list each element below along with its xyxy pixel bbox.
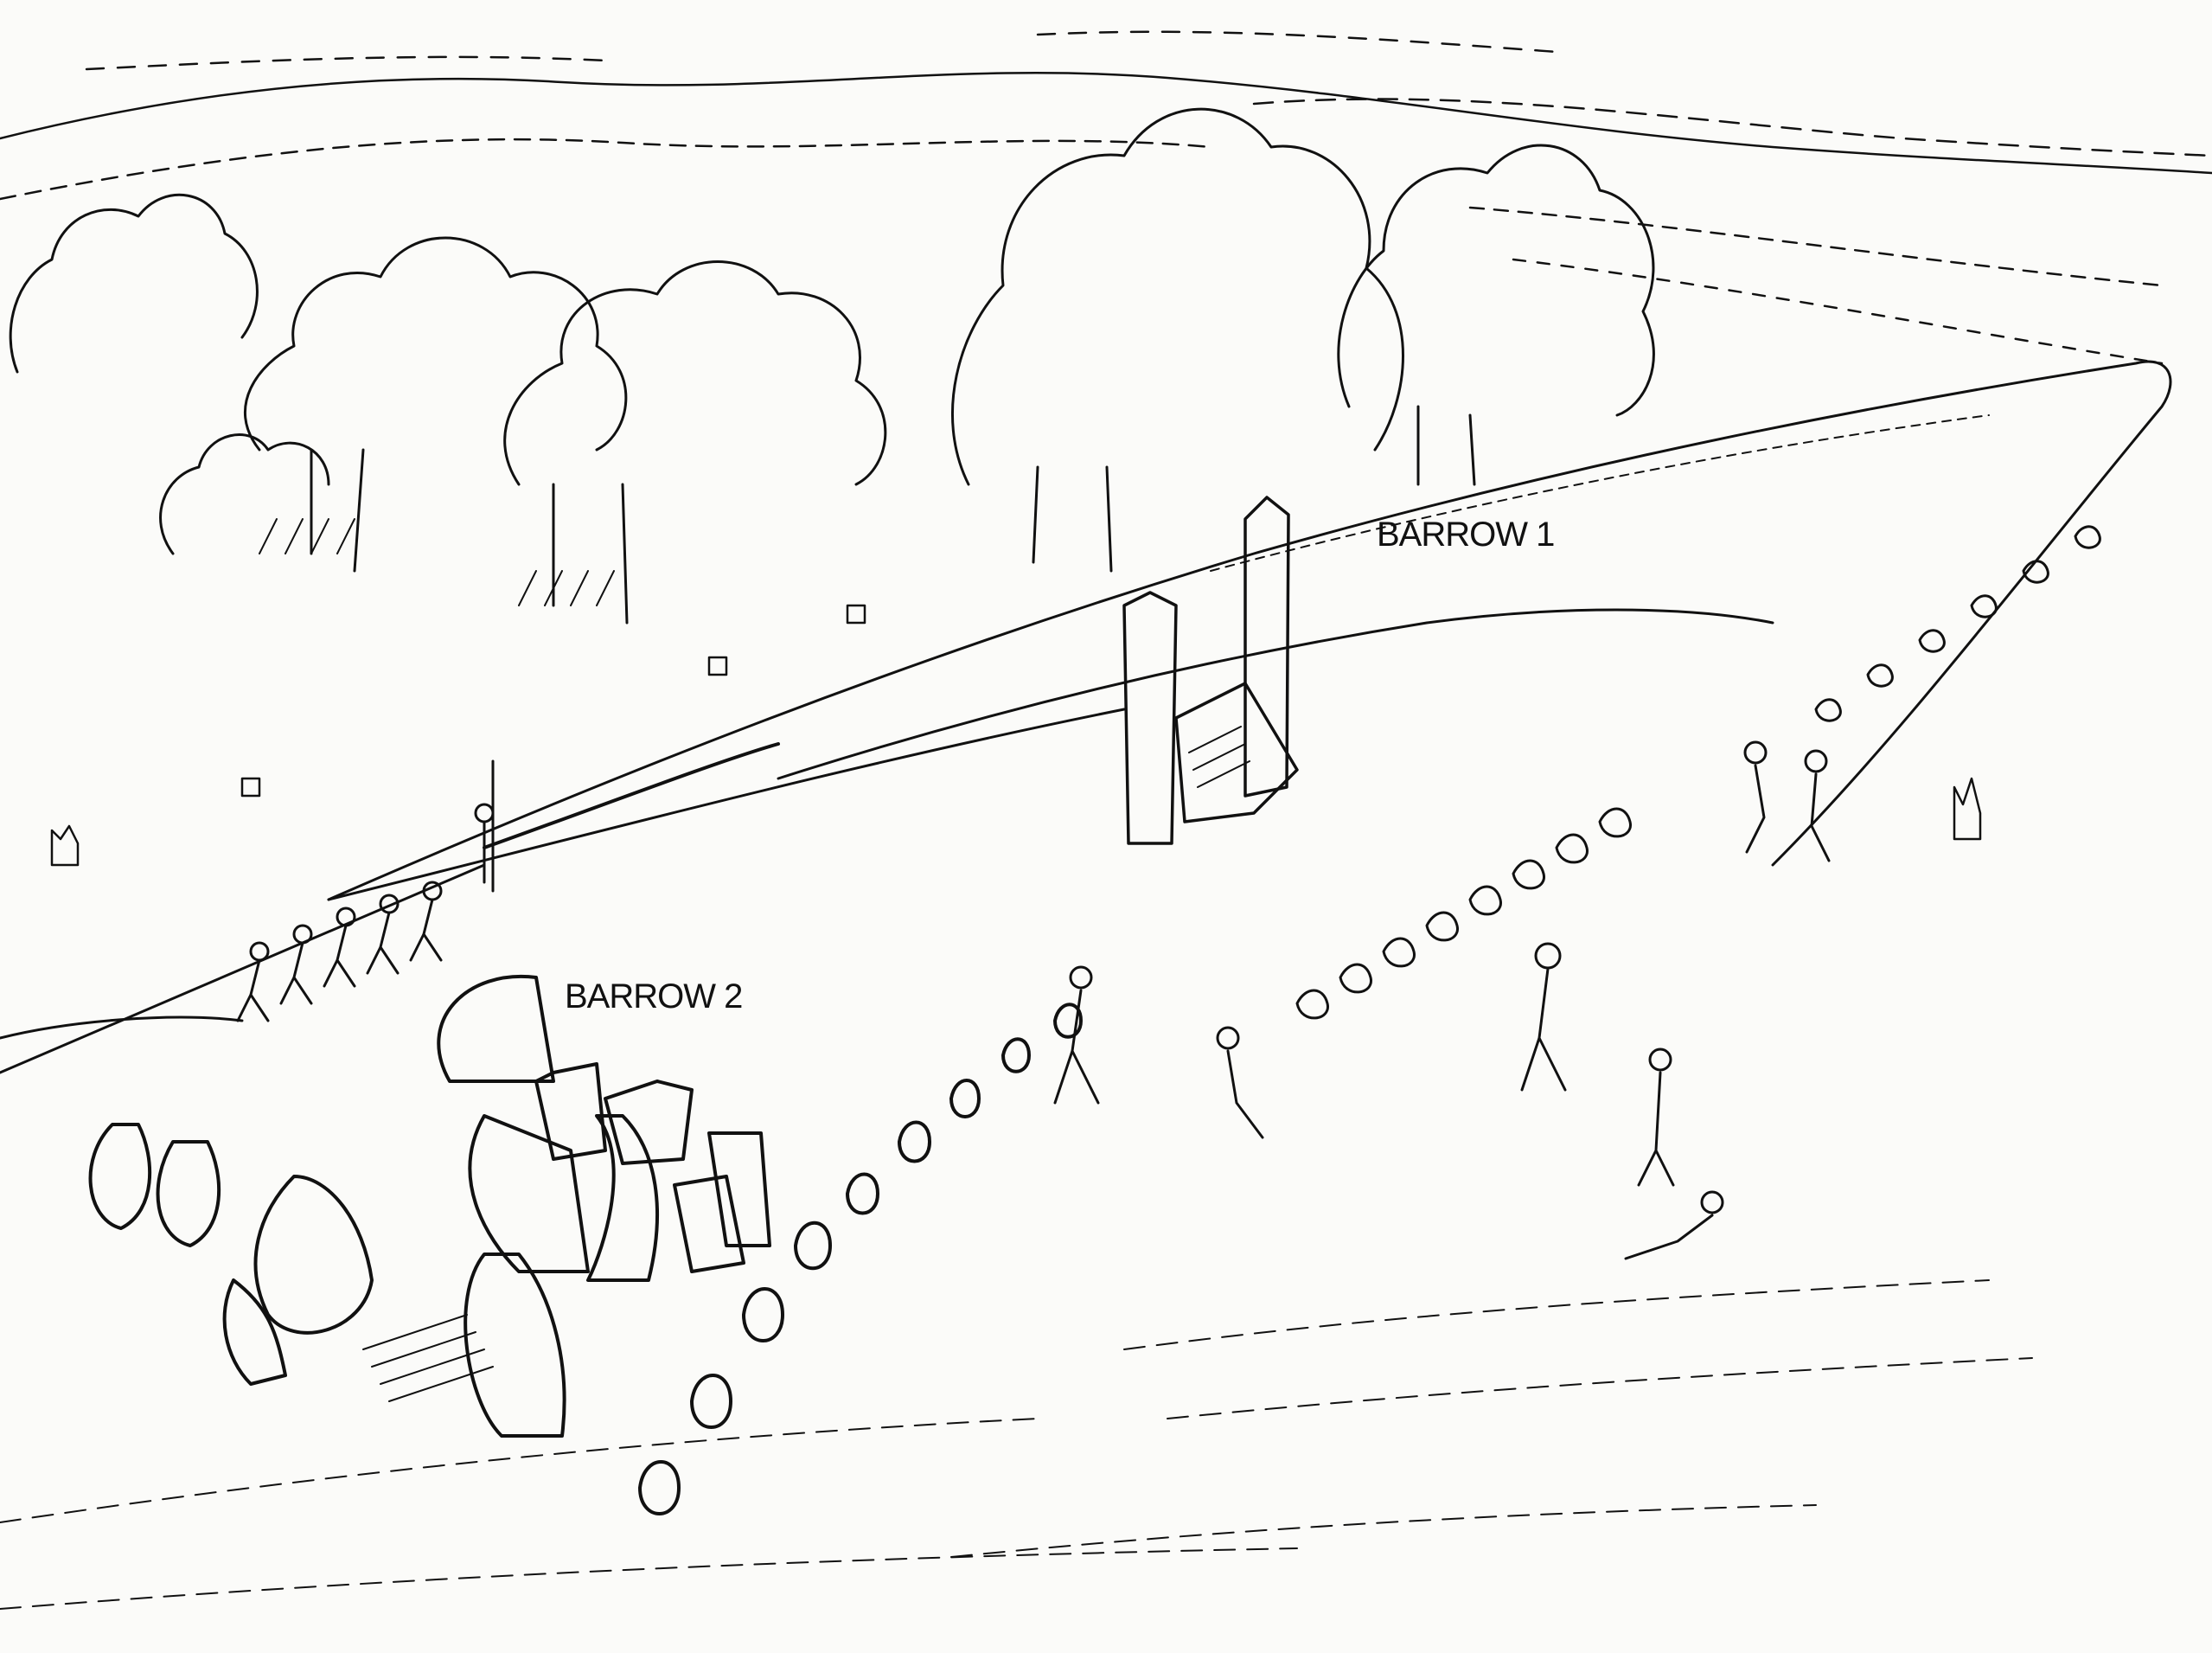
barrow-1-mound	[327, 360, 2172, 1020]
woodland-trees	[9, 107, 1655, 625]
barrow-2-chamber	[88, 974, 1083, 1515]
worker-figures	[1053, 740, 1831, 1260]
tree-stumps	[50, 604, 1982, 867]
barrow-2-label: BARROW 2	[565, 977, 743, 1016]
barrow-1-label: BARROW 1	[1377, 516, 1555, 554]
barrow-1-standing-stones	[1122, 496, 1299, 845]
distant-hills	[0, 30, 2212, 365]
hauling-figures	[0, 759, 495, 1074]
ground-strokes	[0, 1279, 2033, 1610]
